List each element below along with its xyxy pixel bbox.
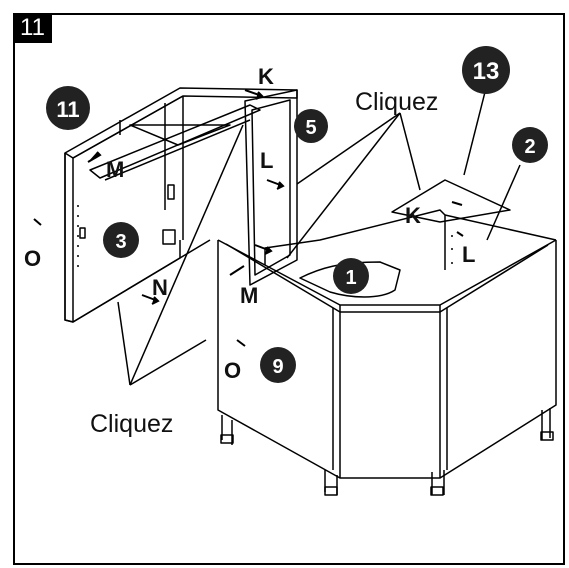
letter-o-base: O: [224, 358, 241, 383]
labels: Cliquez Cliquez 11 5 3 1 9 13 2 K K L L …: [24, 58, 536, 438]
part-11-label: 11: [56, 97, 79, 122]
step-frame: [13, 13, 565, 565]
part-2-label: 2: [524, 136, 535, 158]
part-badges: [46, 46, 548, 383]
letter-l-right: L: [462, 242, 475, 267]
arrows: [33, 89, 464, 347]
letter-k-top: K: [258, 64, 274, 89]
part-5-label: 5: [305, 117, 316, 139]
part-13-label: 13: [473, 58, 500, 85]
part-3-label: 3: [115, 231, 126, 253]
step-number-badge: 11: [13, 13, 52, 43]
wall-cabinet-drawing: [64, 87, 298, 323]
part-1-label: 1: [345, 267, 356, 289]
letter-n: N: [152, 275, 168, 300]
base-cabinet-drawing: [217, 179, 557, 496]
cliquez-top-label: Cliquez: [355, 88, 438, 116]
letter-o-left: O: [24, 246, 41, 271]
letter-k-right: K: [405, 203, 421, 228]
letter-m-base: M: [240, 283, 258, 308]
part-9-label: 9: [272, 356, 283, 378]
callout-leaders: [117, 91, 521, 386]
letter-l-upper: L: [260, 148, 273, 173]
cliquez-bottom-label: Cliquez: [90, 410, 173, 438]
letter-m-wall: M: [106, 157, 124, 182]
